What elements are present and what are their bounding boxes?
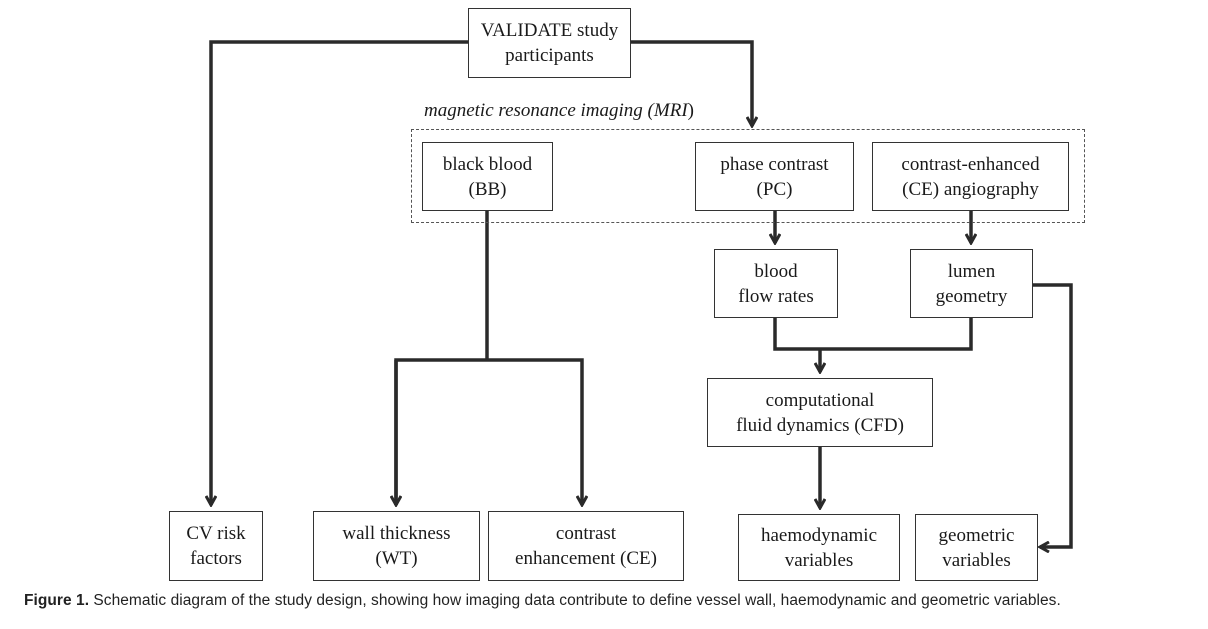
figure-caption-text: Schematic diagram of the study design, s… xyxy=(89,592,1061,609)
edge-flow-lumen-merge xyxy=(773,318,973,351)
edge-validate-to-cv-risk xyxy=(211,40,468,505)
node-black-blood: black blood (BB) xyxy=(422,142,553,211)
mri-group-label: magnetic resonance imaging (MRI) xyxy=(424,100,694,121)
figure-caption: Figure 1. Schematic diagram of the study… xyxy=(24,592,1192,610)
node-phase-contrast: phase contrast (PC) xyxy=(695,142,854,211)
edge-lumen-to-geometric xyxy=(1033,283,1073,547)
node-validate-participants: VALIDATE study participants xyxy=(468,8,631,78)
node-geometric-variables: geometric variables xyxy=(915,514,1038,581)
node-blood-flow-rates: blood flow rates xyxy=(714,249,838,318)
edge-validate-to-mri xyxy=(631,40,752,126)
node-contrast-enhancement: contrast enhancement (CE) xyxy=(488,511,684,581)
edge-bb-to-wall-thickness xyxy=(394,358,582,505)
node-haemodynamic-variables: haemodynamic variables xyxy=(738,514,900,581)
node-contrast-enhanced-angiography: contrast-enhanced (CE) angiography xyxy=(872,142,1069,211)
figure-caption-label: Figure 1. xyxy=(24,592,90,609)
node-wall-thickness: wall thickness (WT) xyxy=(313,511,480,581)
mri-group xyxy=(411,129,1085,223)
node-cfd: computational fluid dynamics (CFD) xyxy=(707,378,933,447)
node-cv-risk-factors: CV risk factors xyxy=(169,511,263,581)
node-lumen-geometry: lumen geometry xyxy=(910,249,1033,318)
